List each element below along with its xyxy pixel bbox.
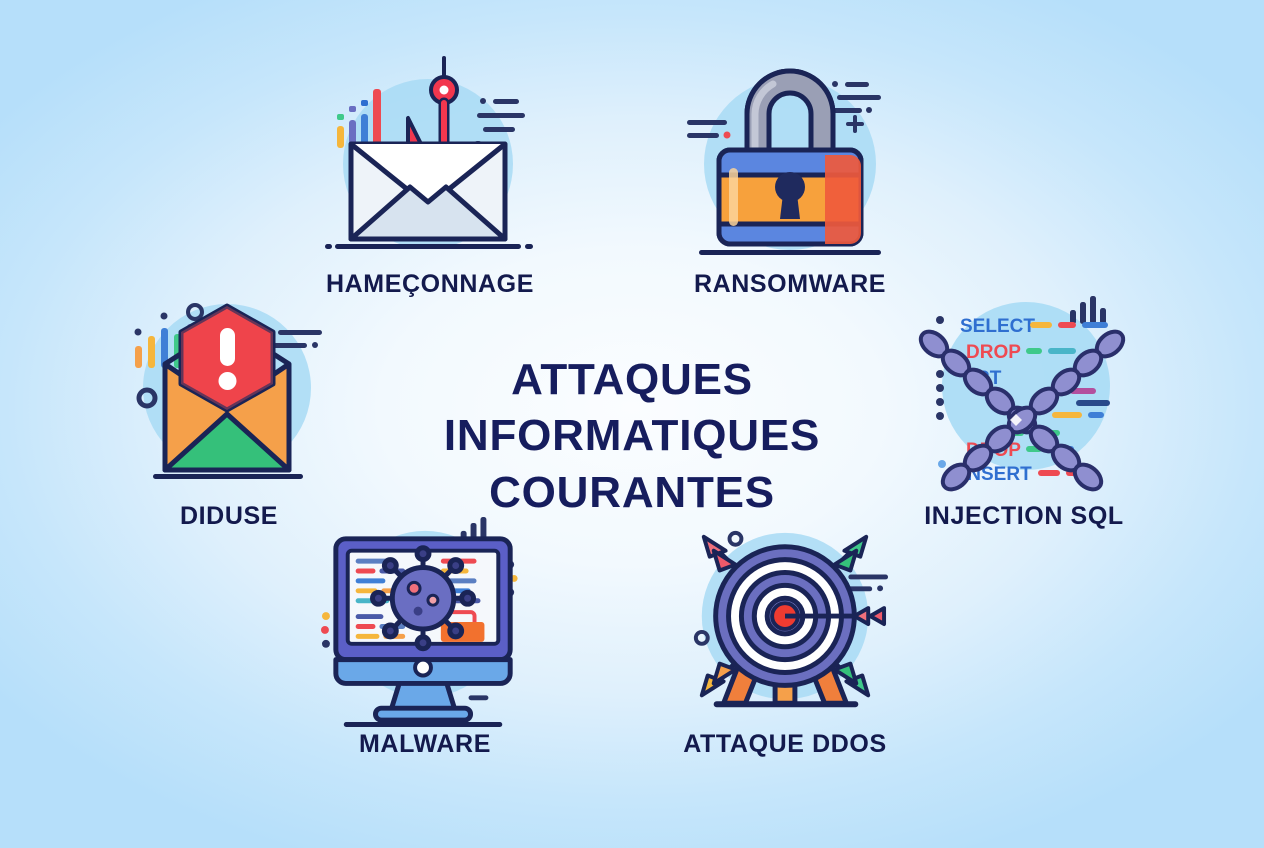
- title-line-1: ATTAQUES: [511, 355, 753, 404]
- label-phishing: HAMEÇONNAGE: [326, 270, 534, 298]
- alert-envelope-icon: [123, 288, 335, 500]
- page-title: ATTAQUES INFORMATIQUES COURANTES: [0, 352, 1264, 521]
- item-ransomware: RANSOMWARE: [685, 58, 895, 299]
- item-ddos: ATTAQUE DDOS: [680, 518, 890, 759]
- label-ransomware: RANSOMWARE: [693, 270, 887, 298]
- item-breach: DIDUSE: [123, 288, 335, 531]
- label-breach: DIDUSE: [179, 502, 279, 530]
- envelope-hook-icon: [325, 55, 535, 268]
- sql-keyword-drop: DROP: [966, 342, 1021, 363]
- item-phishing: HAMEÇONNAGE: [325, 55, 535, 299]
- label-malware: MALWARE: [359, 730, 491, 758]
- label-sql-injection: INJECTION SQL: [924, 502, 1124, 530]
- monitor-virus-icon: [320, 516, 530, 728]
- title-line-3: COURANTES: [489, 467, 775, 517]
- label-ddos: ATTAQUE DDOS: [683, 730, 887, 758]
- padlock-icon: [685, 58, 895, 268]
- title-line-2: INFORMATIQUES: [443, 411, 821, 461]
- broken-chain-database-icon: SELECT DROP RT DROP INSERT: [918, 288, 1130, 500]
- item-malware: MALWARE: [320, 516, 530, 759]
- item-sql-injection: SELECT DROP RT DROP INSERT: [918, 288, 1130, 531]
- target-arrows-icon: [680, 518, 890, 728]
- sql-keyword-select: SELECT: [960, 316, 1035, 337]
